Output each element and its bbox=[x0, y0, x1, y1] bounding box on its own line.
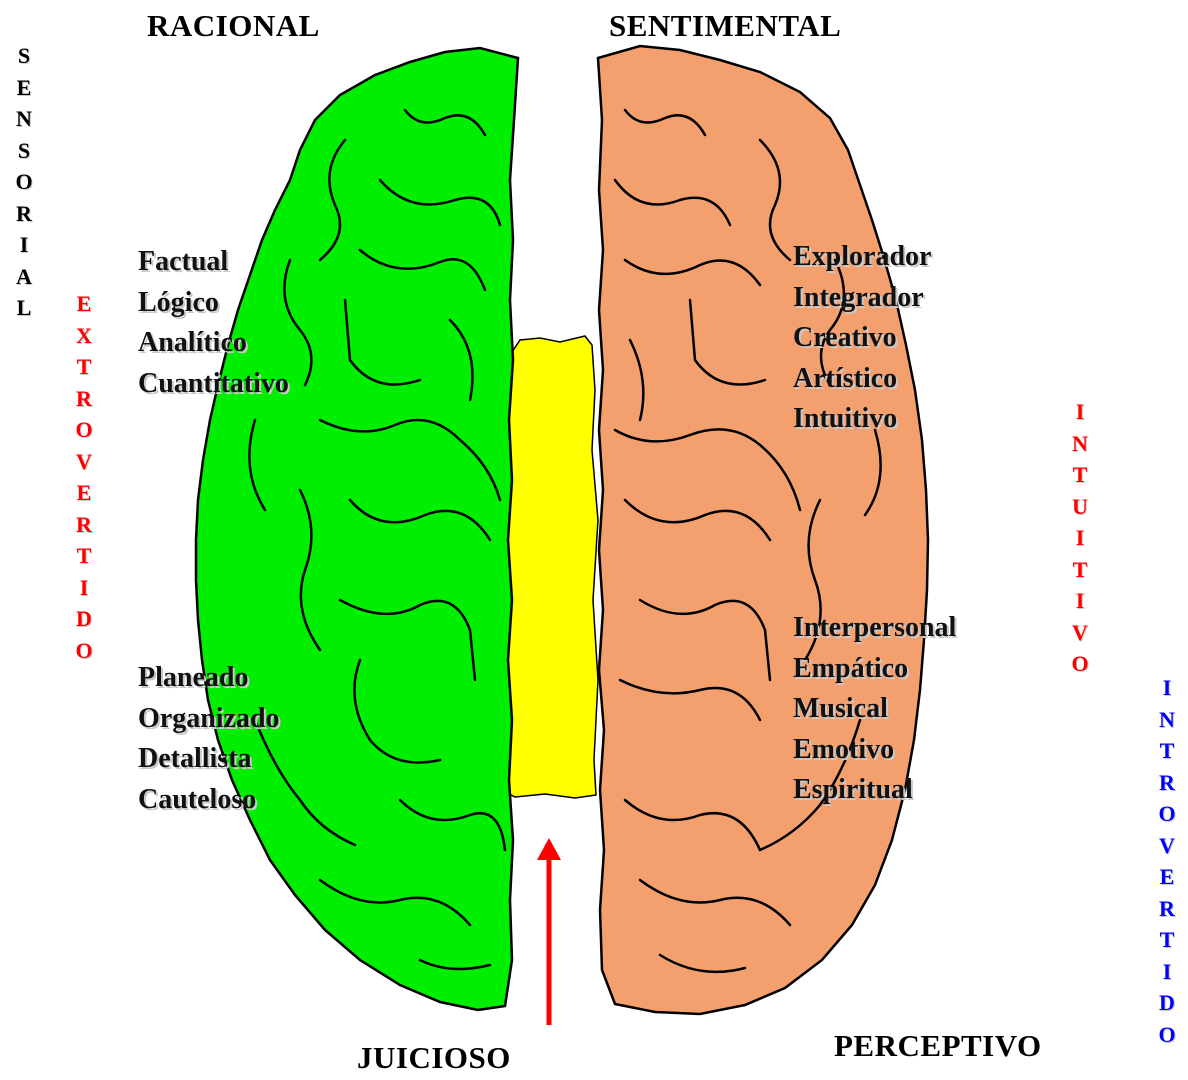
sensorial-letter: R bbox=[16, 198, 32, 230]
upward-arrow bbox=[537, 838, 561, 1025]
introvertido-letter: O bbox=[1158, 798, 1175, 830]
introvertido-letter: I bbox=[1163, 672, 1172, 704]
trait-item: Empático bbox=[793, 649, 956, 690]
introvertido-letter: D bbox=[1159, 987, 1175, 1019]
sensorial-letter: S bbox=[18, 40, 30, 72]
trait-item: Integrador bbox=[793, 278, 931, 319]
intuitivo-letter: V bbox=[1072, 617, 1088, 649]
trait-item: Lógico bbox=[138, 283, 289, 324]
introvertido-letter: I bbox=[1163, 956, 1172, 988]
sensorial-letter: N bbox=[16, 103, 32, 135]
trait-item: Detallista bbox=[138, 739, 280, 780]
extrovertido-letter: E bbox=[77, 288, 92, 320]
introvertido-letter: N bbox=[1159, 704, 1175, 736]
introvertido-letter: R bbox=[1159, 767, 1175, 799]
intuitivo-letter: N bbox=[1072, 428, 1088, 460]
sensorial-letter: S bbox=[18, 135, 30, 167]
introvertido-letter: T bbox=[1160, 735, 1175, 767]
trait-item: Emotivo bbox=[793, 730, 956, 771]
extrovertido-letter: R bbox=[76, 383, 92, 415]
corpus-callosum bbox=[500, 336, 598, 798]
sensorial-letter: L bbox=[17, 292, 32, 324]
extrovertido-letter: X bbox=[76, 320, 92, 352]
introvertido-letter: R bbox=[1159, 893, 1175, 925]
introvertido-letter: O bbox=[1158, 1019, 1175, 1051]
sensorial-letter: O bbox=[15, 166, 32, 198]
header-perceptivo: PERCEPTIVO bbox=[834, 1028, 1042, 1064]
trait-item: Factual bbox=[138, 242, 289, 283]
extrovertido-letter: T bbox=[77, 351, 92, 383]
trait-item: Artístico bbox=[793, 359, 931, 400]
introvertido-letter: E bbox=[1160, 861, 1175, 893]
introvertido-letter: V bbox=[1159, 830, 1175, 862]
extrovertido-letter: D bbox=[76, 603, 92, 635]
intuitivo-letter: I bbox=[1076, 585, 1085, 617]
extrovertido-letter: R bbox=[76, 509, 92, 541]
extrovertido-letter: I bbox=[80, 572, 89, 604]
extrovertido-letter: O bbox=[75, 635, 92, 667]
intuitivo-letter: T bbox=[1073, 459, 1088, 491]
trait-item: Musical bbox=[793, 689, 956, 730]
trait-item: Organizado bbox=[138, 699, 280, 740]
header-juicioso: JUICIOSO bbox=[357, 1040, 511, 1076]
header-racional: RACIONAL bbox=[147, 8, 320, 44]
extrovertido-letter: T bbox=[77, 540, 92, 572]
intuitivo-letter: T bbox=[1073, 554, 1088, 586]
extrovertido-letter: E bbox=[77, 477, 92, 509]
extrovertido-letter: O bbox=[75, 414, 92, 446]
trait-item: Intuitivo bbox=[793, 399, 931, 440]
header-sentimental: SENTIMENTAL bbox=[609, 8, 841, 44]
extrovertido-letter: V bbox=[76, 446, 92, 478]
trait-item: Espiritual bbox=[793, 770, 956, 811]
trait-item: Planeado bbox=[138, 658, 280, 699]
trait-item: Explorador bbox=[793, 237, 931, 278]
intuitivo-letter: I bbox=[1076, 522, 1085, 554]
intuitivo-letter: O bbox=[1071, 648, 1088, 680]
trait-item: Analítico bbox=[138, 323, 289, 364]
sensorial-letter: I bbox=[20, 229, 29, 261]
trait-item: Interpersonal bbox=[793, 608, 956, 649]
trait-item: Cauteloso bbox=[138, 780, 280, 821]
sensorial-letter: E bbox=[17, 72, 32, 104]
left-hemisphere bbox=[196, 48, 518, 1010]
trait-item: Cuantitativo bbox=[138, 364, 289, 405]
trait-item: Creativo bbox=[793, 318, 931, 359]
sensorial-letter: A bbox=[16, 261, 32, 293]
intuitivo-letter: I bbox=[1076, 396, 1085, 428]
intuitivo-letter: U bbox=[1072, 491, 1088, 523]
introvertido-letter: T bbox=[1160, 924, 1175, 956]
